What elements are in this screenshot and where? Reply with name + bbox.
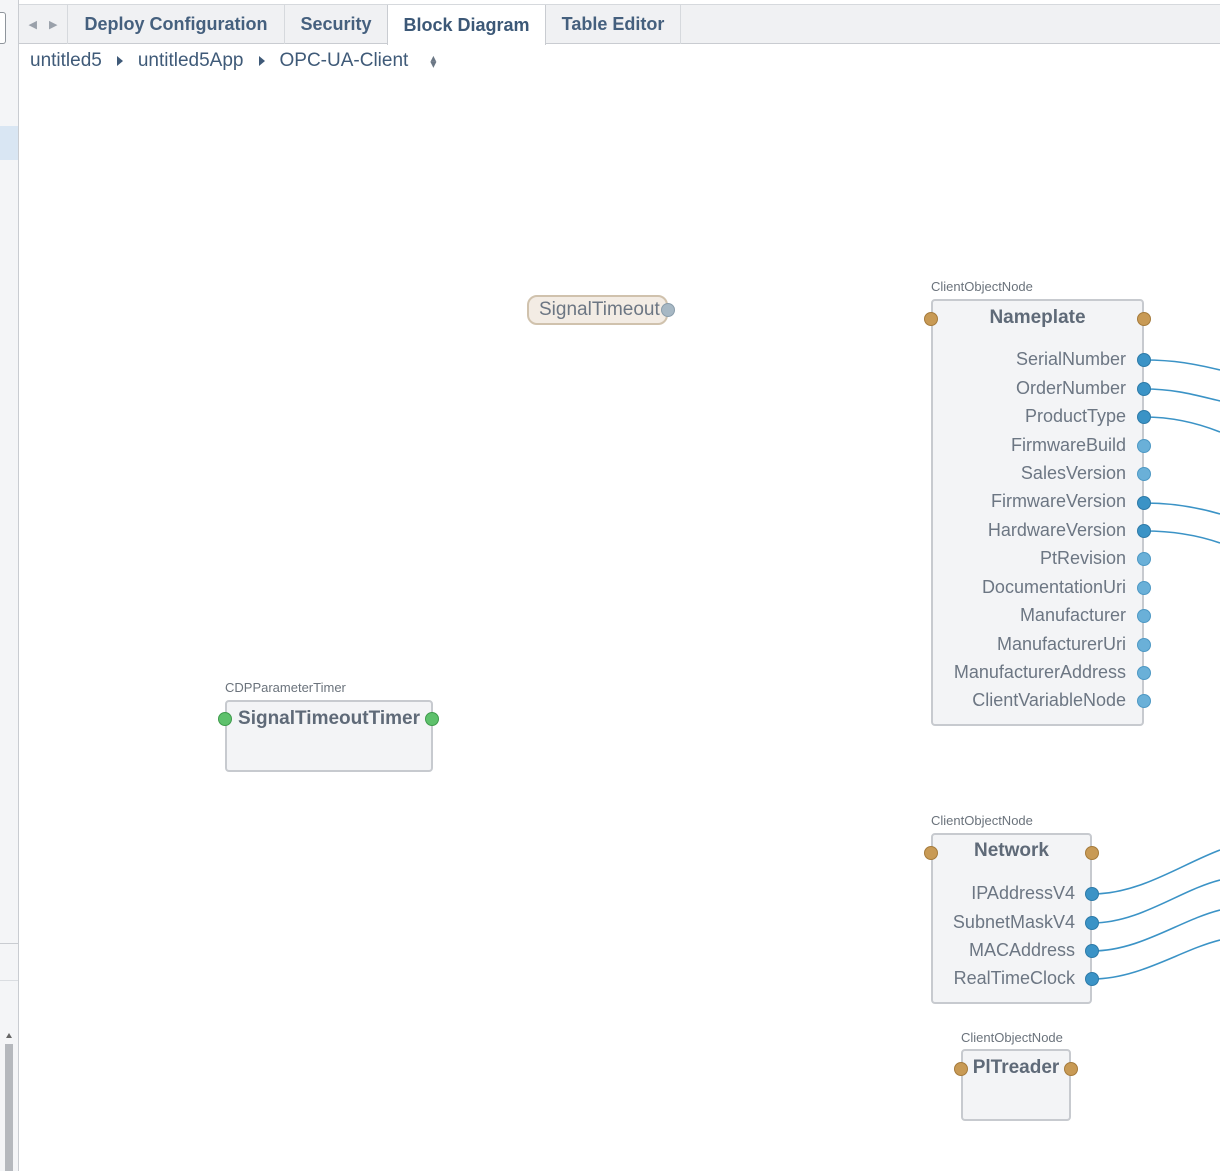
port-label: SerialNumber [1015, 349, 1126, 369]
panel-divider [0, 943, 18, 944]
nameplate-input-port[interactable] [924, 312, 938, 326]
network-block-title: Network [974, 840, 1049, 861]
breadcrumb-item[interactable]: OPC-UA-Client [279, 50, 409, 71]
panel-divider-2 [0, 980, 18, 981]
tab-bar: ◀ ▶ Deploy Configuration Security Block … [19, 4, 1220, 45]
left-panel-strip [0, 0, 19, 1171]
wire [1143, 502, 1220, 515]
network-output-port[interactable] [1085, 846, 1099, 860]
signal-output-port[interactable] [661, 303, 675, 317]
breadcrumb-separator-icon [116, 56, 123, 66]
signal-label: SignalTimeout [539, 299, 660, 320]
plreader-input-port[interactable] [954, 1062, 968, 1076]
port-label: ProductType [1024, 406, 1126, 426]
signal-block[interactable]: SignalTimeout [527, 295, 668, 325]
port-label: FirmwareBuild [1010, 435, 1126, 455]
output-port[interactable] [1137, 638, 1151, 652]
wire [1091, 909, 1220, 952]
breadcrumb-item[interactable]: untitled5App [137, 50, 244, 71]
output-port[interactable] [1085, 972, 1099, 986]
wire [1091, 939, 1220, 980]
port-label: PtRevision [1039, 548, 1126, 568]
tab-block-diagram[interactable]: Block Diagram [387, 5, 546, 45]
wire [1091, 849, 1220, 895]
network-block[interactable] [931, 833, 1092, 1004]
breadcrumb: untitled5 untitled5App OPC-UA-Client ▴▾ [30, 48, 436, 74]
output-port[interactable] [1137, 496, 1151, 510]
port-label: OrderNumber [1015, 378, 1126, 398]
output-port[interactable] [1137, 439, 1151, 453]
wire [1143, 416, 1220, 433]
port-label: RealTimeClock [953, 968, 1075, 988]
output-port[interactable] [1137, 666, 1151, 680]
block-type-label: ClientObjectNode [961, 1030, 1063, 1045]
output-port[interactable] [1085, 916, 1099, 930]
port-label: ManufacturerAddress [953, 662, 1126, 682]
tab-scroll-arrows: ◀ ▶ [19, 5, 68, 44]
port-label: FirmwareVersion [990, 491, 1126, 511]
nameplate-block-title: Nameplate [989, 307, 1086, 328]
wire [1091, 879, 1220, 924]
block-type-label: CDPParameterTimer [225, 680, 346, 695]
breadcrumb-item[interactable]: untitled5 [30, 50, 102, 71]
output-port[interactable] [1137, 353, 1151, 367]
plreader-block-title: PlTreader [972, 1057, 1060, 1078]
wire [1143, 359, 1220, 371]
wire [1143, 530, 1220, 544]
timer-input-port[interactable] [218, 712, 232, 726]
port-label: IPAddressV4 [971, 883, 1075, 903]
wire [1143, 388, 1220, 402]
tab-scroll-left-icon[interactable]: ◀ [28, 19, 37, 31]
search-input-edge[interactable] [0, 12, 6, 44]
tab-scroll-right-icon[interactable]: ▶ [49, 19, 58, 31]
output-port[interactable] [1137, 552, 1151, 566]
nameplate-output-port[interactable] [1137, 312, 1151, 326]
output-port[interactable] [1137, 694, 1151, 708]
tab-table-editor[interactable]: Table Editor [546, 5, 681, 44]
sibling-select-updown-icon[interactable]: ▴▾ [430, 51, 437, 71]
output-port[interactable] [1137, 410, 1151, 424]
output-port[interactable] [1137, 524, 1151, 538]
breadcrumb-separator-icon [258, 56, 265, 66]
output-port[interactable] [1137, 382, 1151, 396]
output-port[interactable] [1137, 467, 1151, 481]
timer-block-title: SignalTimeoutTimer [238, 708, 420, 729]
output-port[interactable] [1137, 581, 1151, 595]
port-label: DocumentationUri [981, 577, 1126, 597]
scroll-up-arrow-icon[interactable] [6, 1033, 12, 1038]
timer-output-port[interactable] [425, 712, 439, 726]
network-input-port[interactable] [924, 846, 938, 860]
block-type-label: ClientObjectNode [931, 813, 1033, 828]
plreader-block[interactable] [961, 1049, 1071, 1121]
block-type-label: ClientObjectNode [931, 279, 1033, 294]
tab-deploy-configuration[interactable]: Deploy Configuration [68, 5, 285, 44]
tab-security[interactable]: Security [285, 5, 388, 44]
selected-tree-item[interactable] [0, 126, 18, 160]
port-label: SubnetMaskV4 [952, 912, 1075, 932]
port-label: ClientVariableNode [972, 690, 1126, 710]
output-port[interactable] [1085, 887, 1099, 901]
port-label: SalesVersion [1020, 463, 1126, 483]
output-port[interactable] [1137, 609, 1151, 623]
port-label: Manufacturer [1019, 605, 1126, 625]
scrollbar-thumb[interactable] [5, 1044, 13, 1171]
port-label: HardwareVersion [987, 520, 1126, 540]
output-port[interactable] [1085, 944, 1099, 958]
nameplate-block[interactable] [931, 299, 1144, 726]
plreader-output-port[interactable] [1064, 1062, 1078, 1076]
port-label: MACAddress [968, 940, 1075, 960]
timer-block[interactable] [225, 700, 433, 772]
port-label: ManufacturerUri [996, 634, 1126, 654]
